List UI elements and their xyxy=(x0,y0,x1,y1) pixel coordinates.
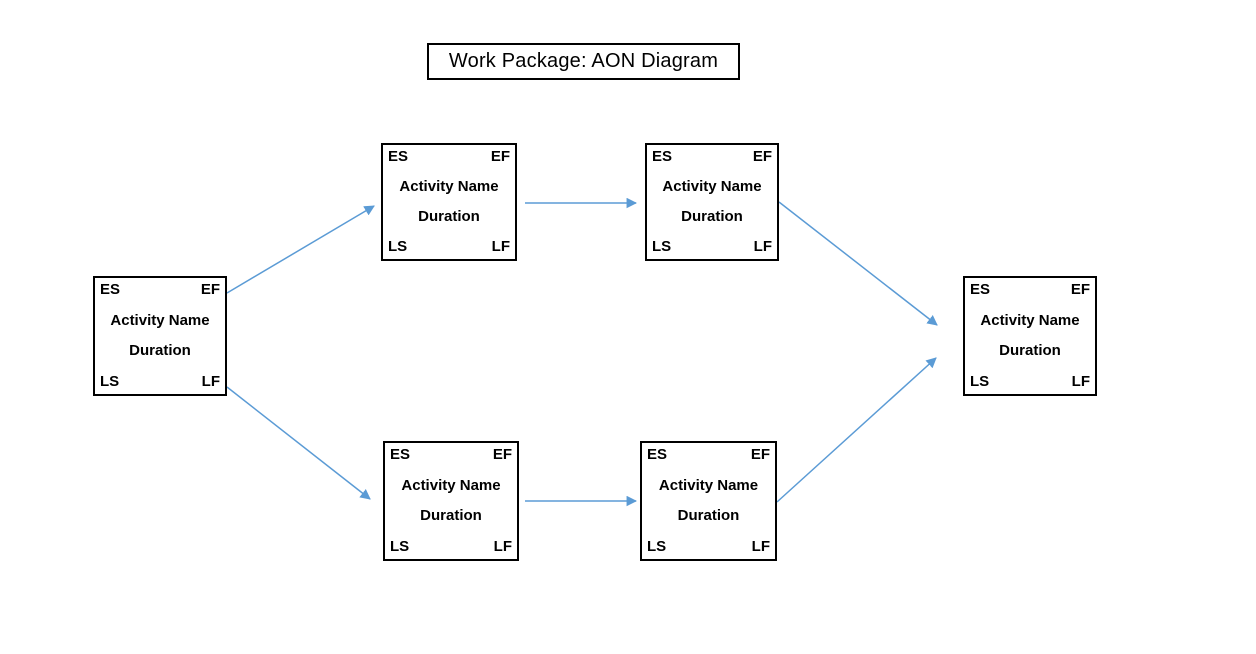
activity-name-label: Activity Name xyxy=(658,476,759,494)
node-center: Activity Name Duration xyxy=(647,476,770,525)
lf-label: LF xyxy=(493,537,512,555)
late-row: LS LF xyxy=(390,537,512,556)
activity-name-label: Activity Name xyxy=(662,177,762,195)
lf-label: LF xyxy=(201,372,220,390)
lf-label: LF xyxy=(751,537,770,555)
early-row: ES EF xyxy=(390,446,512,464)
activity-node-bottom-1: ES EF Activity Name Duration LS LF xyxy=(383,441,519,561)
early-row: ES EF xyxy=(100,281,220,299)
activity-name-label: Activity Name xyxy=(401,476,501,494)
late-row: LS LF xyxy=(970,372,1090,391)
diagram-title-box: Work Package: AON Diagram xyxy=(427,43,740,80)
activity-node-top-2: ES EF Activity Name Duration LS LF xyxy=(645,143,779,261)
early-row: ES EF xyxy=(647,446,770,464)
es-label: ES xyxy=(647,446,668,463)
ls-label: LS xyxy=(390,537,410,555)
duration-label: Duration xyxy=(999,342,1061,359)
node-center: Activity Name Duration xyxy=(652,177,772,226)
duration-label: Duration xyxy=(418,208,480,225)
ls-label: LS xyxy=(388,237,408,255)
ef-label: EF xyxy=(1070,281,1090,298)
diagram-title: Work Package: AON Diagram xyxy=(448,50,719,72)
activity-name-label: Activity Name xyxy=(399,177,499,195)
es-label: ES xyxy=(388,148,409,165)
ef-label: EF xyxy=(752,148,772,165)
ls-label: LS xyxy=(970,372,990,390)
node-center: Activity Name Duration xyxy=(388,177,510,226)
connector-arrow-start-to-top1 xyxy=(226,205,375,294)
lf-label: LF xyxy=(491,237,510,255)
node-center: Activity Name Duration xyxy=(970,311,1090,360)
activity-node-top-1: ES EF Activity Name Duration LS LF xyxy=(381,143,517,261)
activity-name-label: Activity Name xyxy=(980,311,1080,329)
es-label: ES xyxy=(970,281,991,298)
duration-label: Duration xyxy=(129,342,191,359)
duration-label: Duration xyxy=(677,507,740,524)
early-row: ES EF xyxy=(970,281,1090,299)
lf-label: LF xyxy=(1071,372,1090,390)
activity-name-label: Activity Name xyxy=(110,311,210,329)
connector-arrow-top2-to-end xyxy=(778,201,938,326)
early-row: ES EF xyxy=(388,148,510,166)
late-row: LS LF xyxy=(388,237,510,256)
es-label: ES xyxy=(390,446,411,463)
es-label: ES xyxy=(652,148,673,165)
es-label: ES xyxy=(100,281,121,298)
late-row: LS LF xyxy=(652,237,772,256)
ls-label: LS xyxy=(647,537,667,555)
duration-label: Duration xyxy=(420,507,482,524)
ef-label: EF xyxy=(750,446,770,463)
activity-node-bottom-2: ES EF Activity Name Duration LS LF xyxy=(640,441,777,561)
ls-label: LS xyxy=(100,372,120,390)
connector-arrow-start-to-bottom1 xyxy=(226,386,371,500)
ef-label: EF xyxy=(490,148,510,165)
duration-label: Duration xyxy=(681,208,743,225)
activity-node-end: ES EF Activity Name Duration LS LF xyxy=(963,276,1097,396)
early-row: ES EF xyxy=(652,148,772,166)
late-row: LS LF xyxy=(100,372,220,391)
activity-node-start: ES EF Activity Name Duration LS LF xyxy=(93,276,227,396)
ef-label: EF xyxy=(200,281,220,298)
late-row: LS LF xyxy=(647,537,770,556)
ef-label: EF xyxy=(492,446,512,463)
connector-arrow-bottom2-to-end xyxy=(776,357,937,503)
lf-label: LF xyxy=(753,237,772,255)
node-center: Activity Name Duration xyxy=(390,476,512,525)
ls-label: LS xyxy=(652,237,672,255)
node-center: Activity Name Duration xyxy=(100,311,220,360)
